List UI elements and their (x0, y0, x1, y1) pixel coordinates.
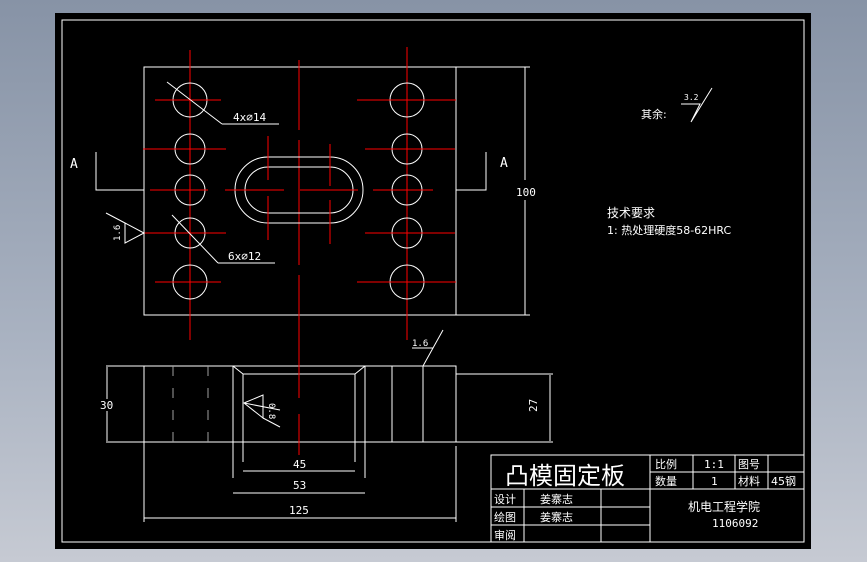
section-mark-left: A (70, 157, 78, 172)
dim-125: 125 (289, 504, 309, 517)
dim-height-100: 100 (516, 186, 536, 199)
svg-text:比例: 比例 (655, 457, 677, 471)
top-view: 4x∅14 6x∅12 A A 100 1.6 (70, 47, 536, 390)
front-view: 1.6 0.8 30 27 45 53 125 (100, 329, 553, 522)
title-block: 凸模固定板 比例 1:1 图号 数量 1 材料 45钢 设计 姜寨志 绘图 姜寨… (490, 454, 805, 543)
svg-text:其余:: 其余: (641, 107, 667, 121)
drafter-name: 姜寨志 (540, 510, 573, 524)
material-value: 45钢 (771, 475, 796, 488)
drawing-sheet: 4x∅14 6x∅12 A A 100 1.6 (55, 13, 811, 549)
tech-requirements: 技术要求 1: 热处理硬度58-62HRC (607, 206, 732, 237)
drawing-border (61, 19, 805, 543)
designer-name: 姜寨志 (540, 492, 573, 506)
tech-req-item: 1: 热处理硬度58-62HRC (607, 223, 732, 237)
slot (225, 136, 364, 244)
scale-value: 1:1 (704, 458, 724, 471)
school-name: 机电工程学院 (688, 499, 760, 514)
svg-text:审阅: 审阅 (494, 528, 516, 542)
roughness-top-side: 1.6 (412, 339, 428, 349)
svg-text:绘图: 绘图 (494, 510, 516, 524)
dim-thickness-30: 30 (100, 399, 113, 412)
svg-text:材料: 材料 (738, 474, 760, 488)
section-mark-right: A (500, 156, 508, 171)
tech-req-heading: 技术要求 (607, 206, 655, 220)
cad-drawing: 4x∅14 6x∅12 A A 100 1.6 (61, 19, 805, 543)
holes-large-callout: 4x∅14 (233, 111, 266, 124)
front-outline (143, 365, 457, 443)
plate-outline (143, 66, 457, 316)
dim-53: 53 (293, 479, 306, 492)
roughness-slot: 0.8 (266, 403, 276, 419)
svg-text:图号: 图号 (738, 458, 760, 471)
student-id: 1106092 (712, 517, 758, 530)
svg-text:数量: 数量 (655, 475, 677, 488)
svg-text:3.2: 3.2 (684, 93, 699, 102)
dim-inner-27: 27 (527, 399, 540, 412)
dim-45: 45 (293, 458, 306, 471)
quantity-value: 1 (711, 475, 718, 488)
roughness-rest: 其余: 3.2 (641, 87, 713, 123)
holes-small-callout: 6x∅12 (228, 250, 261, 263)
drawing-title: 凸模固定板 (505, 462, 625, 490)
svg-text:设计: 设计 (494, 493, 516, 506)
roughness-left: 1.6 (113, 225, 123, 241)
